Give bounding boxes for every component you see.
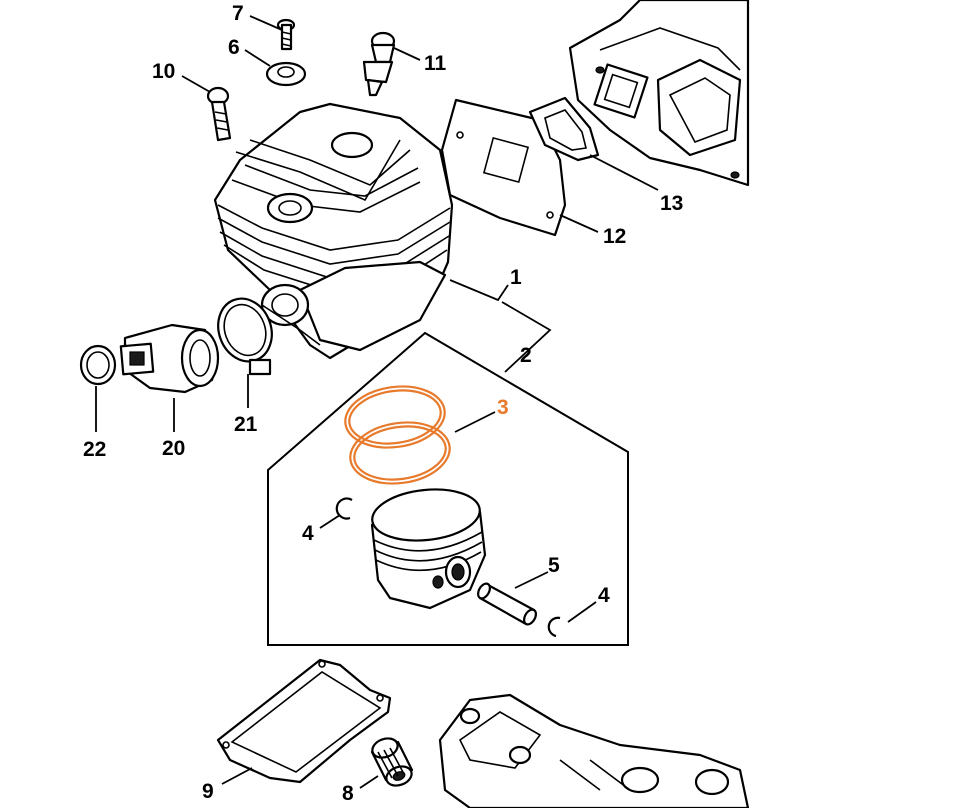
piston-kit-outline — [267, 331, 629, 646]
base-gasket-9[interactable] — [216, 658, 392, 784]
callout-11: 11 — [424, 52, 447, 75]
circlip-4-right[interactable] — [547, 616, 561, 638]
callout-labels: 1 2 3 4 4 5 6 7 8 9 10 11 12 13 20 21 22 — [83, 2, 683, 805]
callout-2: 2 — [520, 344, 532, 367]
piston-rings-3[interactable] — [341, 380, 453, 489]
callout-4-left: 4 — [302, 522, 314, 545]
intake-manifold-20[interactable] — [119, 323, 220, 394]
circlip-4-left[interactable] — [335, 497, 353, 520]
washer-6[interactable] — [265, 61, 307, 87]
bolt-10[interactable] — [206, 86, 232, 142]
callout-20: 20 — [162, 437, 185, 460]
callout-4-right: 4 — [598, 584, 610, 607]
callout-12: 12 — [603, 225, 626, 248]
callout-3: 3 — [497, 396, 509, 419]
piston[interactable] — [370, 484, 487, 610]
piston-pin-5[interactable] — [476, 582, 539, 627]
callout-22: 22 — [83, 438, 106, 461]
callout-9: 9 — [202, 780, 214, 803]
screw-7[interactable] — [276, 18, 296, 51]
muffler[interactable] — [568, 0, 750, 187]
callout-8: 8 — [342, 782, 354, 805]
needle-bearing-8[interactable] — [370, 735, 415, 789]
callout-10: 10 — [152, 60, 175, 83]
hose-clamp-21[interactable] — [210, 291, 281, 376]
muffler-gasket[interactable] — [528, 96, 600, 162]
ring-22[interactable] — [79, 344, 117, 386]
callout-7: 7 — [232, 2, 244, 25]
callout-1: 1 — [510, 266, 522, 289]
cylinder[interactable] — [213, 102, 454, 360]
leader-lines — [95, 15, 659, 789]
decompression-valve-11[interactable] — [362, 31, 396, 97]
callout-6: 6 — [228, 36, 240, 59]
callout-13: 13 — [660, 192, 683, 215]
crankcase[interactable] — [438, 693, 750, 808]
callout-5: 5 — [548, 554, 560, 577]
callout-21: 21 — [234, 413, 258, 436]
